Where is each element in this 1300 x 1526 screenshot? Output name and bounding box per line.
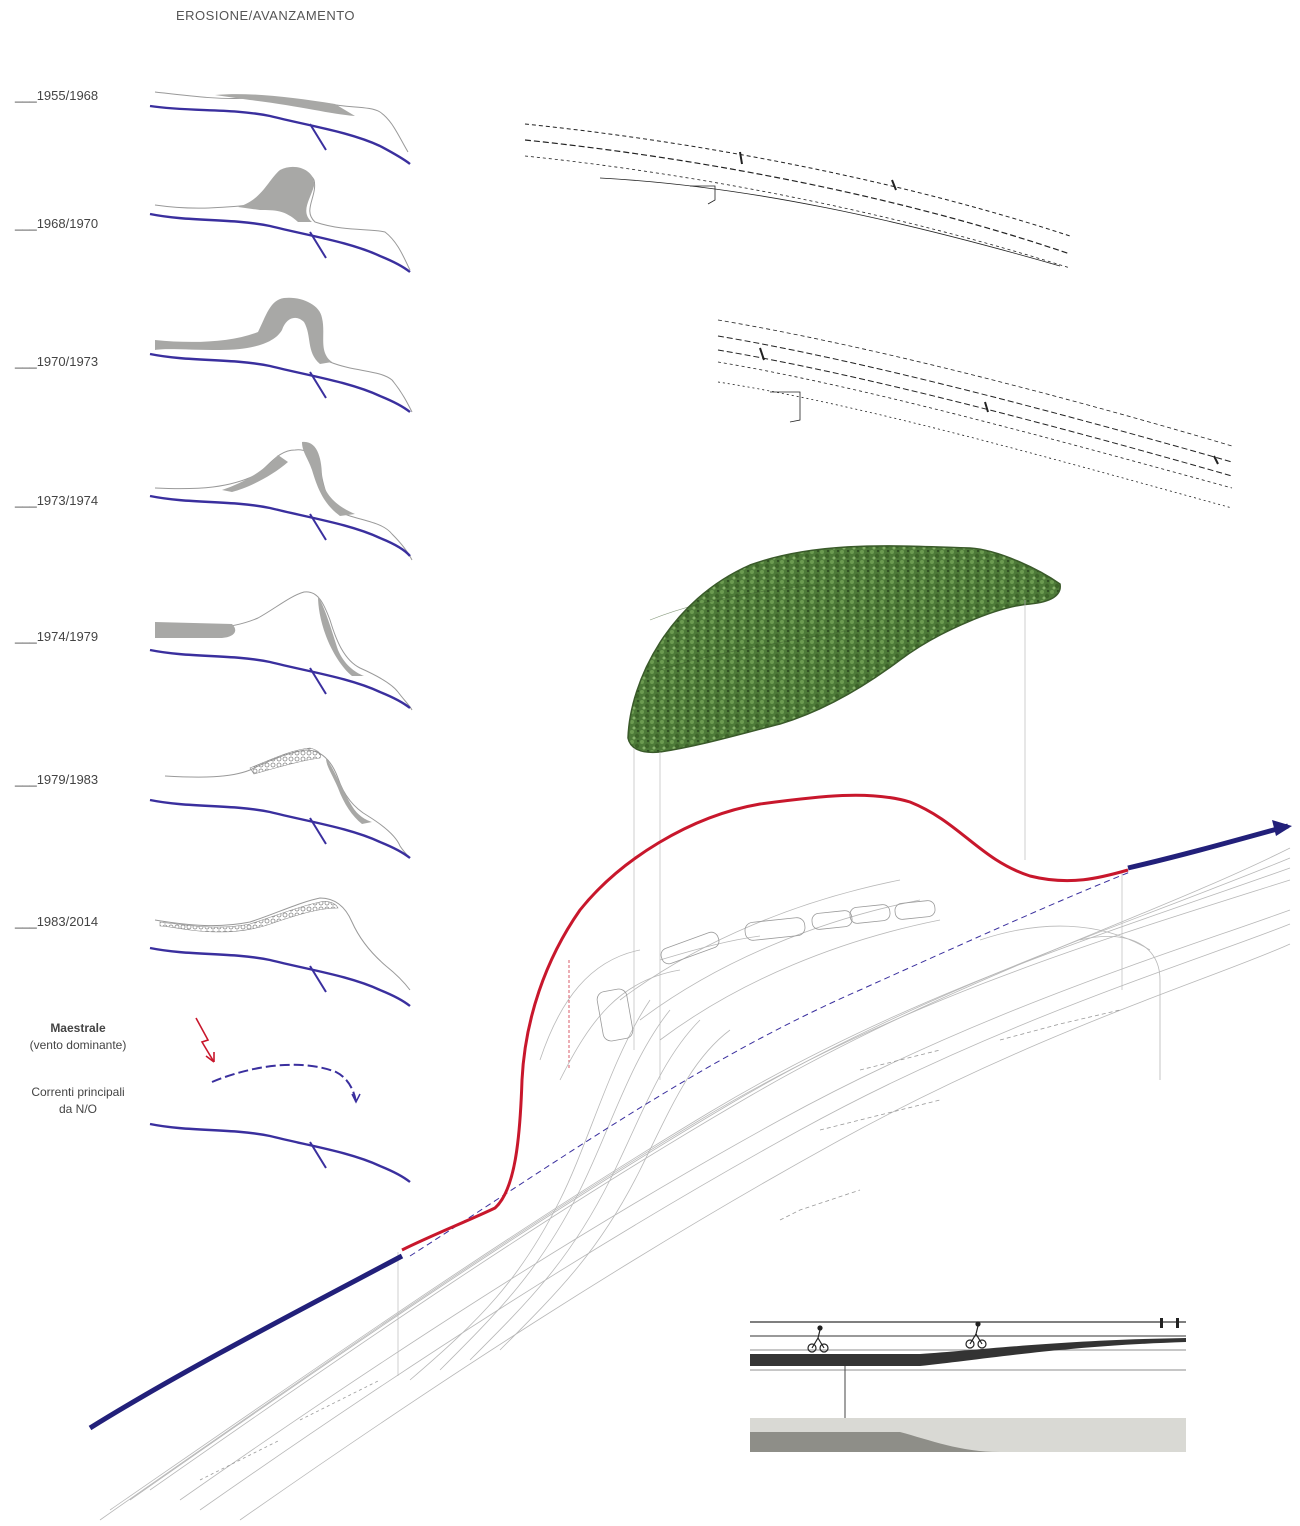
pedestrian-icon [1160,1318,1179,1328]
wind-arrow-icon [196,1018,214,1062]
period-map-2 [150,167,410,272]
vegetation-mass [628,546,1060,752]
route-arrow-icon [1272,820,1292,836]
period-map-3 [150,298,412,412]
period-map-4 [150,442,412,560]
road-section-1 [525,124,1070,268]
period-map-6 [150,748,410,858]
cyclist-icon [808,1326,828,1352]
currents-arc-icon [212,1065,360,1102]
route-blue-left [90,1256,402,1428]
cyclist-icon-2 [966,1322,986,1348]
period-map-7 [150,898,410,1006]
route-blue-right [1128,826,1288,868]
legend-shoreline-map [150,1124,410,1182]
elevation-section [750,1318,1186,1452]
period-map-5 [150,592,412,710]
road-section-2 [718,320,1232,508]
period-map-1 [150,92,410,164]
